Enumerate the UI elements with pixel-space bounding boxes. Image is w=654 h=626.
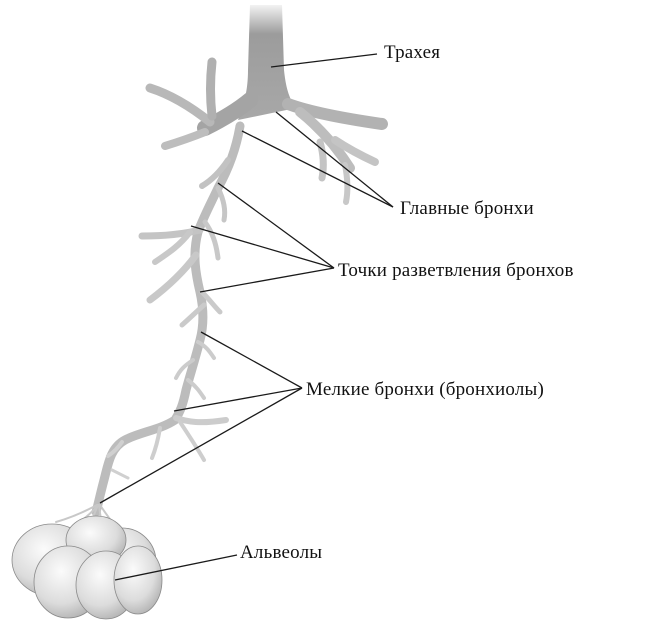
descending-bronchus bbox=[91, 121, 245, 517]
label-branch-points: Точки разветвления бронхов bbox=[338, 260, 574, 281]
trachea-shape bbox=[238, 5, 296, 120]
alveoli-cluster bbox=[11, 515, 163, 620]
leader-lines bbox=[99, 53, 394, 581]
leader-branch-point-1 bbox=[217, 182, 335, 269]
label-small-bronchi: Мелкие бронхи (бронхиолы) bbox=[306, 379, 544, 400]
leader-small-bronchi-3 bbox=[99, 387, 303, 504]
leader-trachea bbox=[270, 53, 378, 68]
left-main-bronchus bbox=[145, 57, 258, 150]
leader-main-bronchus-right bbox=[275, 111, 394, 208]
leader-branch-point-3 bbox=[199, 267, 335, 293]
label-alveoli: Альвеолы bbox=[240, 542, 322, 563]
leader-main-bronchus-left bbox=[241, 130, 394, 208]
leader-small-bronchi-2 bbox=[173, 387, 303, 412]
label-trachea: Трахея bbox=[384, 42, 440, 63]
label-main-bronchi: Главные бронхи bbox=[400, 198, 534, 219]
leader-small-bronchi-1 bbox=[200, 331, 303, 389]
leader-alveoli bbox=[114, 554, 238, 581]
labels: Трахея Главные бронхи Точки разветвления… bbox=[240, 42, 574, 563]
leader-branch-point-2 bbox=[190, 225, 335, 269]
airway-tree bbox=[55, 5, 388, 535]
